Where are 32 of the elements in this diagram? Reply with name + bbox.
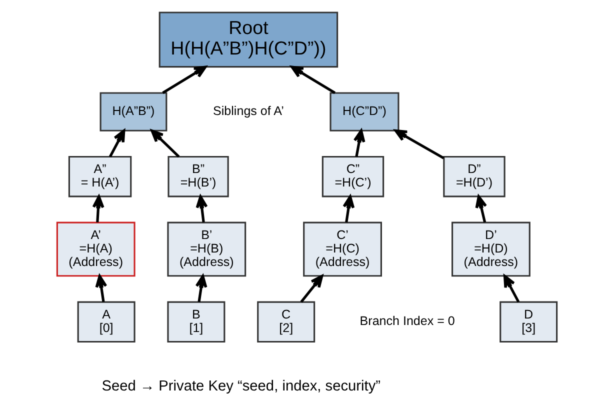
arrow bbox=[475, 195, 488, 223]
arrow bbox=[300, 274, 324, 303]
arrow bbox=[353, 129, 366, 157]
arrow bbox=[342, 195, 355, 223]
label: Siblings of A’ bbox=[213, 104, 284, 118]
node-box: H(C”D”) bbox=[330, 92, 400, 132]
arrow bbox=[108, 129, 126, 158]
arrow bbox=[95, 274, 108, 302]
node-box: H(A”B”) bbox=[100, 92, 168, 132]
node-box: A” = H(A’) bbox=[68, 156, 132, 198]
arrow bbox=[394, 129, 444, 160]
node-box: A’ =H(A) (Address) bbox=[56, 222, 136, 277]
arrow bbox=[196, 195, 208, 222]
node-box: B” =H(B’) bbox=[168, 156, 229, 198]
node-box: C [2] bbox=[257, 301, 316, 343]
arrow bbox=[150, 129, 180, 158]
node-box: D [3] bbox=[500, 301, 558, 343]
arrow bbox=[290, 66, 336, 94]
node-box: B’ =H(B) (Address) bbox=[167, 222, 246, 277]
arrow bbox=[503, 274, 520, 303]
node-box: C” =H(C’) bbox=[322, 156, 384, 198]
node-box: Root H(H(A”B”)H(C”D”)) bbox=[158, 12, 338, 68]
arrow bbox=[92, 195, 104, 222]
node-box: C’ =H(C) (Address) bbox=[303, 222, 382, 277]
label: Seed → Private Key “seed, index, security” bbox=[102, 378, 381, 395]
node-box: D” =H(D’) bbox=[443, 156, 506, 198]
label: Branch Index = 0 bbox=[360, 314, 455, 328]
node-box: D’ =H(D) (Address) bbox=[452, 222, 530, 277]
arrow bbox=[162, 66, 207, 94]
node-box: B [1] bbox=[167, 301, 226, 343]
arrow bbox=[195, 274, 208, 302]
node-box: A [0] bbox=[77, 301, 136, 343]
